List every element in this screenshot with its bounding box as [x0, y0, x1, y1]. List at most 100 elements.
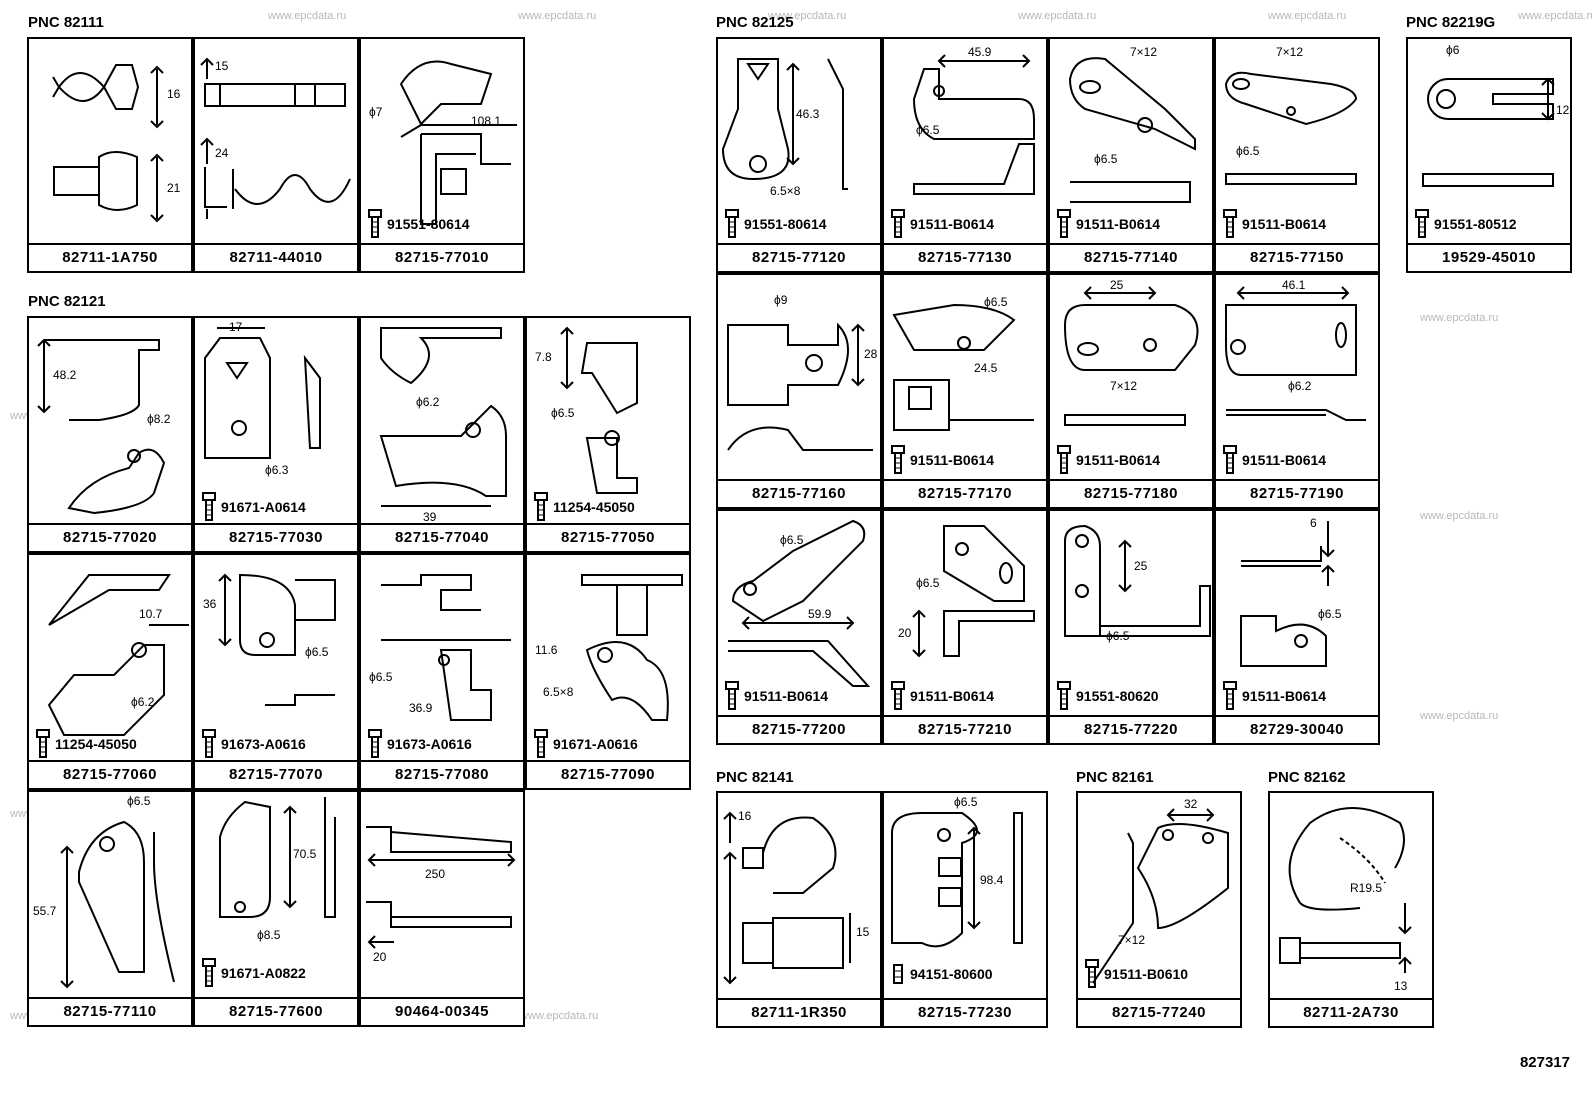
- bolt-callout: 91511-B0614: [890, 681, 994, 711]
- bolt-part-number[interactable]: 91671-A0822: [221, 965, 306, 981]
- bolt-part-number[interactable]: 91551-80512: [1434, 216, 1517, 232]
- part-cell[interactable]: 70.5 ϕ8.5 91671-A0822 82715-77600: [193, 790, 359, 1027]
- part-number[interactable]: 82715-77220: [1050, 715, 1212, 743]
- part-number[interactable]: 82715-77160: [718, 479, 880, 507]
- bolt-part-number[interactable]: 91511-B0610: [1104, 966, 1189, 982]
- part-cell[interactable]: ϕ6.5 55.7 82715-77110: [27, 790, 193, 1027]
- part-cell[interactable]: 48.2 ϕ8.2 82715-77020: [27, 316, 193, 553]
- part-number[interactable]: 82715-77150: [1216, 243, 1378, 271]
- part-cell[interactable]: 16 21 82711-1A750: [27, 37, 193, 273]
- dimension-label: 7×12: [1276, 45, 1304, 59]
- part-number[interactable]: 19529-45010: [1408, 243, 1570, 271]
- part-cell[interactable]: ϕ6.5 20 91511-B0614 82715-77210: [882, 509, 1048, 745]
- part-cell[interactable]: 45.9 ϕ6.5 91511-B0614 82715-77130: [882, 37, 1048, 273]
- part-number[interactable]: 82715-77240: [1078, 998, 1240, 1026]
- part-number[interactable]: 82715-77090: [527, 760, 689, 788]
- part-cell[interactable]: 46.3 6.5×8 91551-80614 82715-77120: [716, 37, 882, 273]
- bolt-icon: [1057, 209, 1071, 238]
- part-number[interactable]: 82715-77030: [195, 523, 357, 551]
- bolt-part-number[interactable]: 91673-A0616: [387, 736, 472, 752]
- part-cell[interactable]: ϕ6.5 98.4 94151-80600 82715-77230: [882, 791, 1048, 1028]
- part-cell[interactable]: 46.1 ϕ6.2 91511-B0614 82715-77190: [1214, 273, 1380, 509]
- part-cell[interactable]: ϕ6.5 59.9 91511-B0614 82715-77200: [716, 509, 882, 745]
- part-number[interactable]: 82711-1A750: [29, 243, 191, 271]
- part-cell[interactable]: 17 ϕ6.3 91671-A0614 82715-77030: [193, 316, 359, 553]
- bolt-icon: [202, 958, 216, 987]
- bolt-part-number[interactable]: 91511-B0614: [910, 688, 995, 704]
- part-cell[interactable]: 10.7 ϕ6.2 11254-45050 82715-77060: [27, 553, 193, 790]
- part-drawing: [381, 574, 511, 721]
- part-cell[interactable]: ϕ6.5 24.5 91511-B0614 82715-77170: [882, 273, 1048, 509]
- bolt-part-number[interactable]: 91671-A0614: [221, 499, 306, 515]
- part-number[interactable]: 82715-77230: [884, 998, 1046, 1026]
- part-number[interactable]: 82715-77200: [718, 715, 880, 743]
- bolt-part-number[interactable]: 91511-B0614: [910, 452, 995, 468]
- bolt-part-number[interactable]: 91511-B0614: [1242, 216, 1327, 232]
- part-number[interactable]: 82715-77600: [195, 997, 357, 1025]
- bolt-part-number[interactable]: 91511-B0614: [1076, 452, 1161, 468]
- part-drawing: [728, 519, 871, 687]
- bolt-part-number[interactable]: 91673-A0616: [221, 736, 306, 752]
- part-cell[interactable]: 6 ϕ6.5 91511-B0614 82729-30040: [1214, 509, 1380, 745]
- part-number[interactable]: 82715-77080: [361, 760, 523, 788]
- bolt-icon: [534, 492, 548, 521]
- part-number[interactable]: 82715-77210: [884, 715, 1046, 743]
- dimension-label: 59.9: [808, 607, 832, 621]
- bolt-part-number[interactable]: 91671-A0616: [553, 736, 638, 752]
- part-number[interactable]: 82715-77040: [361, 523, 523, 551]
- bolt-part-number[interactable]: 91551-80614: [387, 216, 470, 232]
- part-cell[interactable]: ϕ6 12 91551-80512 19529-45010: [1406, 37, 1572, 273]
- part-number[interactable]: 82715-77050: [527, 523, 689, 551]
- part-number[interactable]: 82715-77120: [718, 243, 880, 271]
- part-cell[interactable]: 15 24 82711-44010: [193, 37, 359, 273]
- dimension-label: R19.5: [1350, 881, 1383, 895]
- part-cell[interactable]: 25 7×12 91511-B0614 82715-77180: [1048, 273, 1214, 509]
- part-cell[interactable]: 36 ϕ6.5 91673-A0616 82715-77070: [193, 553, 359, 790]
- part-number[interactable]: 90464-00345: [361, 997, 523, 1025]
- part-number[interactable]: 82711-1R350: [718, 998, 880, 1026]
- part-cell[interactable]: 7.8 ϕ6.5 11254-45050 82715-77050: [525, 316, 691, 553]
- bolt-callout: 91511-B0614: [1222, 445, 1326, 475]
- part-cell[interactable]: ϕ6.5 36.9 91673-A0616 82715-77080: [359, 553, 525, 790]
- part-number[interactable]: 82715-77020: [29, 523, 191, 551]
- bolt-part-number[interactable]: 91511-B0614: [744, 688, 829, 704]
- part-cell[interactable]: R19.5 13 82711-2A730: [1268, 791, 1434, 1028]
- bolt-part-number[interactable]: 94151-80600: [910, 966, 993, 982]
- part-cell[interactable]: 32 7×12 91511-B0610 82715-77240: [1076, 791, 1242, 1028]
- bolt-part-number[interactable]: 91511-B0614: [1242, 688, 1327, 704]
- bolt-part-number[interactable]: 91511-B0614: [910, 216, 995, 232]
- part-cell[interactable]: 11.6 6.5×8 91671-A0616 82715-77090: [525, 553, 691, 790]
- part-number[interactable]: 82729-30040: [1216, 715, 1378, 743]
- bolt-part-number[interactable]: 91551-80614: [744, 216, 827, 232]
- part-number[interactable]: 82715-77060: [29, 760, 191, 788]
- part-number[interactable]: 82715-77070: [195, 760, 357, 788]
- dimension-label: 250: [425, 867, 446, 881]
- bolt-part-number[interactable]: 91511-B0614: [1242, 452, 1327, 468]
- bolt-part-number[interactable]: 11254-45050: [55, 736, 137, 752]
- part-number[interactable]: 82711-44010: [195, 243, 357, 271]
- part-drawing: [399, 60, 517, 225]
- part-number[interactable]: 82715-77130: [884, 243, 1046, 271]
- part-cell[interactable]: 25 ϕ6.5 91551-80620 82715-77220: [1048, 509, 1214, 745]
- part-number[interactable]: 82715-77010: [361, 243, 523, 271]
- dimension-label: 39: [423, 510, 437, 524]
- dimension-label: ϕ6.2: [416, 395, 440, 409]
- bolt-part-number[interactable]: 91551-80620: [1076, 688, 1159, 704]
- part-number[interactable]: 82715-77110: [29, 997, 191, 1025]
- part-cell[interactable]: ϕ9 28 82715-77160: [716, 273, 882, 509]
- part-number[interactable]: 82715-77190: [1216, 479, 1378, 507]
- part-cell[interactable]: 7×12 ϕ6.5 91511-B0614 82715-77140: [1048, 37, 1214, 273]
- bolt-part-number[interactable]: 11254-45050: [553, 499, 635, 515]
- part-drawing: [721, 58, 848, 190]
- part-number[interactable]: 82715-77140: [1050, 243, 1212, 271]
- part-cell[interactable]: ϕ6.2 39 82715-77040: [359, 316, 525, 553]
- part-number[interactable]: 82711-2A730: [1270, 998, 1432, 1026]
- part-cell[interactable]: ϕ7 108.1 91551-80614 82715-77010: [359, 37, 525, 273]
- part-cell[interactable]: 16 15 82711-1R350: [716, 791, 882, 1028]
- bolt-part-number[interactable]: 91511-B0614: [1076, 216, 1161, 232]
- part-cell[interactable]: 250 20 90464-00345: [359, 790, 525, 1027]
- part-number[interactable]: 82715-77170: [884, 479, 1046, 507]
- part-cell[interactable]: 7×12 ϕ6.5 91511-B0614 82715-77150: [1214, 37, 1380, 273]
- dimension-label: 70.5: [293, 847, 317, 861]
- part-number[interactable]: 82715-77180: [1050, 479, 1212, 507]
